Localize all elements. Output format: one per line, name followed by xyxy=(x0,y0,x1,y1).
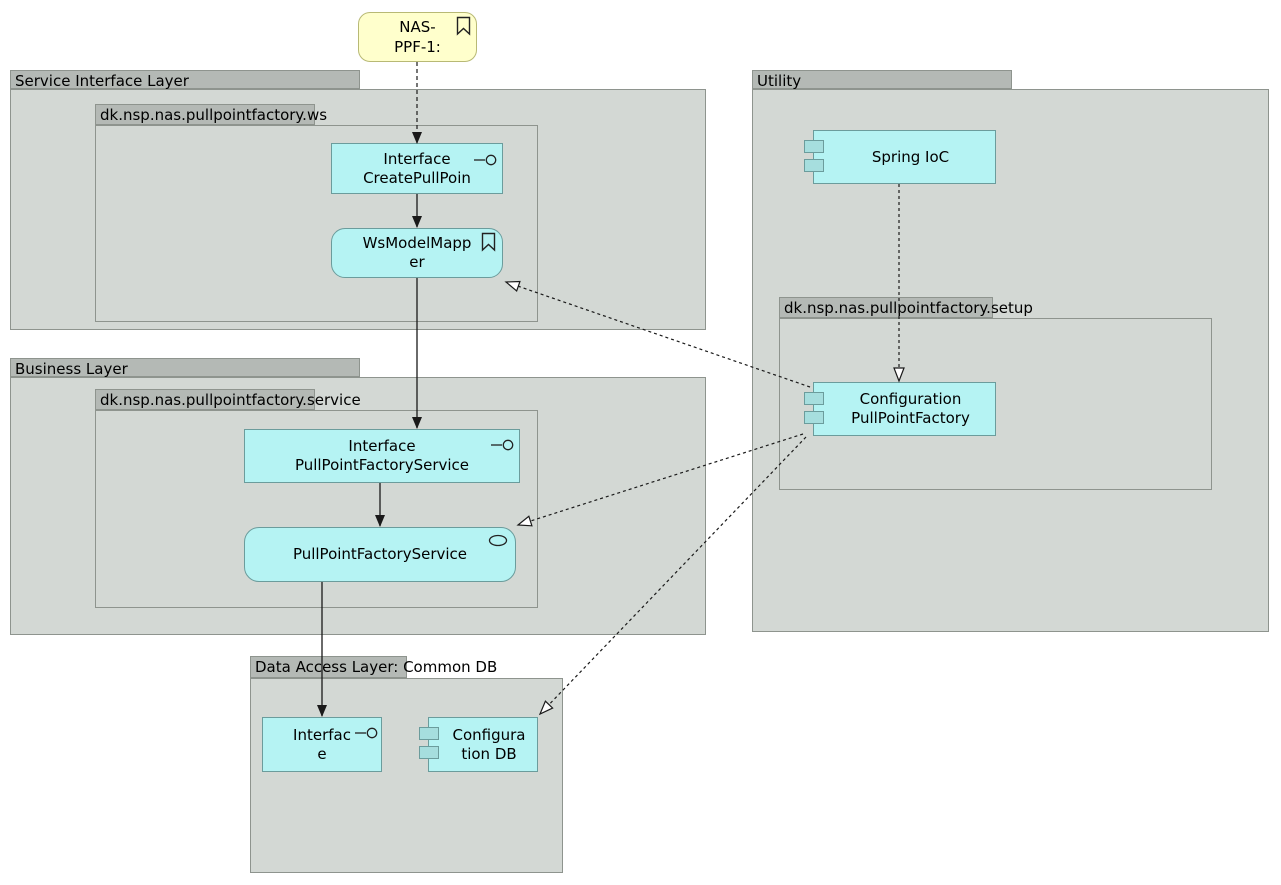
component-label: Interface PullPointFactoryService xyxy=(294,437,470,474)
package-title-data-access-layer: Data Access Layer: Common DB xyxy=(255,658,498,676)
package-title-service: dk.nsp.nas.pullpointfactory.service xyxy=(100,391,361,409)
component-configuration-db[interactable]: Configura tion DB xyxy=(419,717,538,772)
interface-lollipop-icon xyxy=(474,154,497,166)
package-title-setup: dk.nsp.nas.pullpointfactory.setup xyxy=(784,299,1033,317)
component-port-icon xyxy=(419,727,439,740)
component-label: Interface CreatePullPoin xyxy=(363,149,471,187)
component-label: Interfac e xyxy=(293,725,351,763)
component-wsmodelmapper[interactable]: WsModelMapp er xyxy=(331,228,503,278)
component-dal-interface[interactable]: Interfac e xyxy=(262,717,382,772)
bookmark-icon xyxy=(456,16,471,36)
package-title-utility: Utility xyxy=(757,72,802,90)
package-tab-setup[interactable]: dk.nsp.nas.pullpointfactory.setup xyxy=(779,297,1033,318)
package-title-ws: dk.nsp.nas.pullpointfactory.ws xyxy=(100,106,328,124)
interface-lollipop-icon xyxy=(491,439,514,451)
component-port-icon xyxy=(804,140,824,153)
bookmark-icon xyxy=(481,232,496,252)
package-title-service-interface-layer: Service Interface Layer xyxy=(15,72,189,90)
interface-lollipop-icon xyxy=(355,727,378,739)
ellipse-icon xyxy=(488,534,508,547)
component-spring-ioc[interactable]: Spring IoC xyxy=(804,130,996,184)
note-label: NAS- PPF-1: xyxy=(394,18,441,56)
component-interface-createpullpoint[interactable]: Interface CreatePullPoin xyxy=(331,143,503,194)
component-interface-pullpointfactoryservice[interactable]: Interface PullPointFactoryService xyxy=(244,429,520,483)
component-port-icon xyxy=(419,746,439,759)
component-label: Configura tion DB xyxy=(452,725,526,763)
package-tab-service[interactable]: dk.nsp.nas.pullpointfactory.service xyxy=(95,389,361,410)
package-tab-utility[interactable]: Utility xyxy=(752,70,1012,90)
component-label: PullPointFactoryService xyxy=(292,545,468,563)
component-label: WsModelMapp er xyxy=(362,234,472,271)
package-tab-service-interface-layer[interactable]: Service Interface Layer xyxy=(10,70,360,90)
component-label: Configuration PullPointFactory xyxy=(851,390,970,427)
component-port-icon xyxy=(804,159,824,172)
package-tab-business-layer[interactable]: Business Layer xyxy=(10,358,360,378)
package-title-business-layer: Business Layer xyxy=(15,360,128,378)
component-configuration-pullpointfactory[interactable]: Configuration PullPointFactory xyxy=(804,382,996,436)
component-port-icon xyxy=(804,411,824,424)
note-nas-ppf-1[interactable]: NAS- PPF-1: xyxy=(358,12,477,62)
package-tab-data-access-layer[interactable]: Data Access Layer: Common DB xyxy=(250,656,497,678)
package-tab-ws[interactable]: dk.nsp.nas.pullpointfactory.ws xyxy=(95,104,327,125)
component-port-icon xyxy=(804,392,824,405)
package-body-data-access-layer[interactable] xyxy=(250,678,563,873)
component-label: Spring IoC xyxy=(871,147,950,166)
component-pullpointfactoryservice[interactable]: PullPointFactoryService xyxy=(244,527,516,582)
